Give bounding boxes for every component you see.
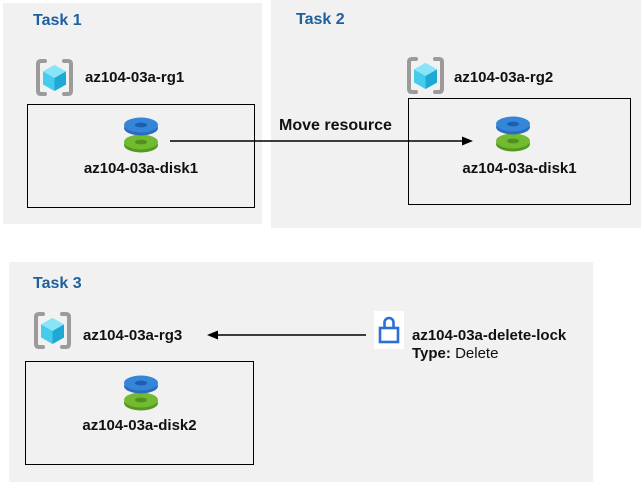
lock-name-label: az104-03a-delete-lock: [412, 327, 567, 344]
task3-resource-box: [25, 361, 254, 465]
lock-type-key: Type:: [412, 345, 451, 362]
task1-resource-label: az104-03a-disk1: [83, 160, 199, 177]
managed-disk-icon: [122, 372, 160, 414]
task3-panel: [9, 262, 593, 482]
lock-icon: [374, 311, 404, 349]
managed-disk-icon: [494, 113, 532, 155]
task2-resource-label: az104-03a-disk1: [462, 160, 577, 177]
rg3-label: az104-03a-rg3: [83, 327, 183, 344]
task3-resource-label: az104-03a-disk2: [82, 417, 197, 434]
managed-disk-icon: [122, 114, 160, 156]
resource-group-icon: [404, 55, 447, 96]
task2-panel: [271, 0, 641, 228]
lock-type-label: Type: Delete: [412, 345, 498, 362]
lock-type-value: Delete: [455, 345, 499, 362]
task2-title: Task 2: [296, 11, 345, 28]
task1-panel: [3, 3, 262, 224]
task3-title: Task 3: [33, 275, 82, 292]
task2-resource-box: [408, 98, 631, 205]
move-arrow-label: Move resource: [279, 117, 392, 134]
rg2-label: az104-03a-rg2: [454, 69, 554, 86]
resource-group-icon: [33, 57, 76, 98]
task1-resource-box: [27, 104, 255, 208]
move-arrow: [170, 134, 474, 148]
rg1-label: az104-03a-rg1: [85, 69, 185, 86]
resource-group-icon: [31, 310, 74, 351]
lock-arrow: [206, 328, 366, 342]
task1-title: Task 1: [33, 12, 82, 29]
